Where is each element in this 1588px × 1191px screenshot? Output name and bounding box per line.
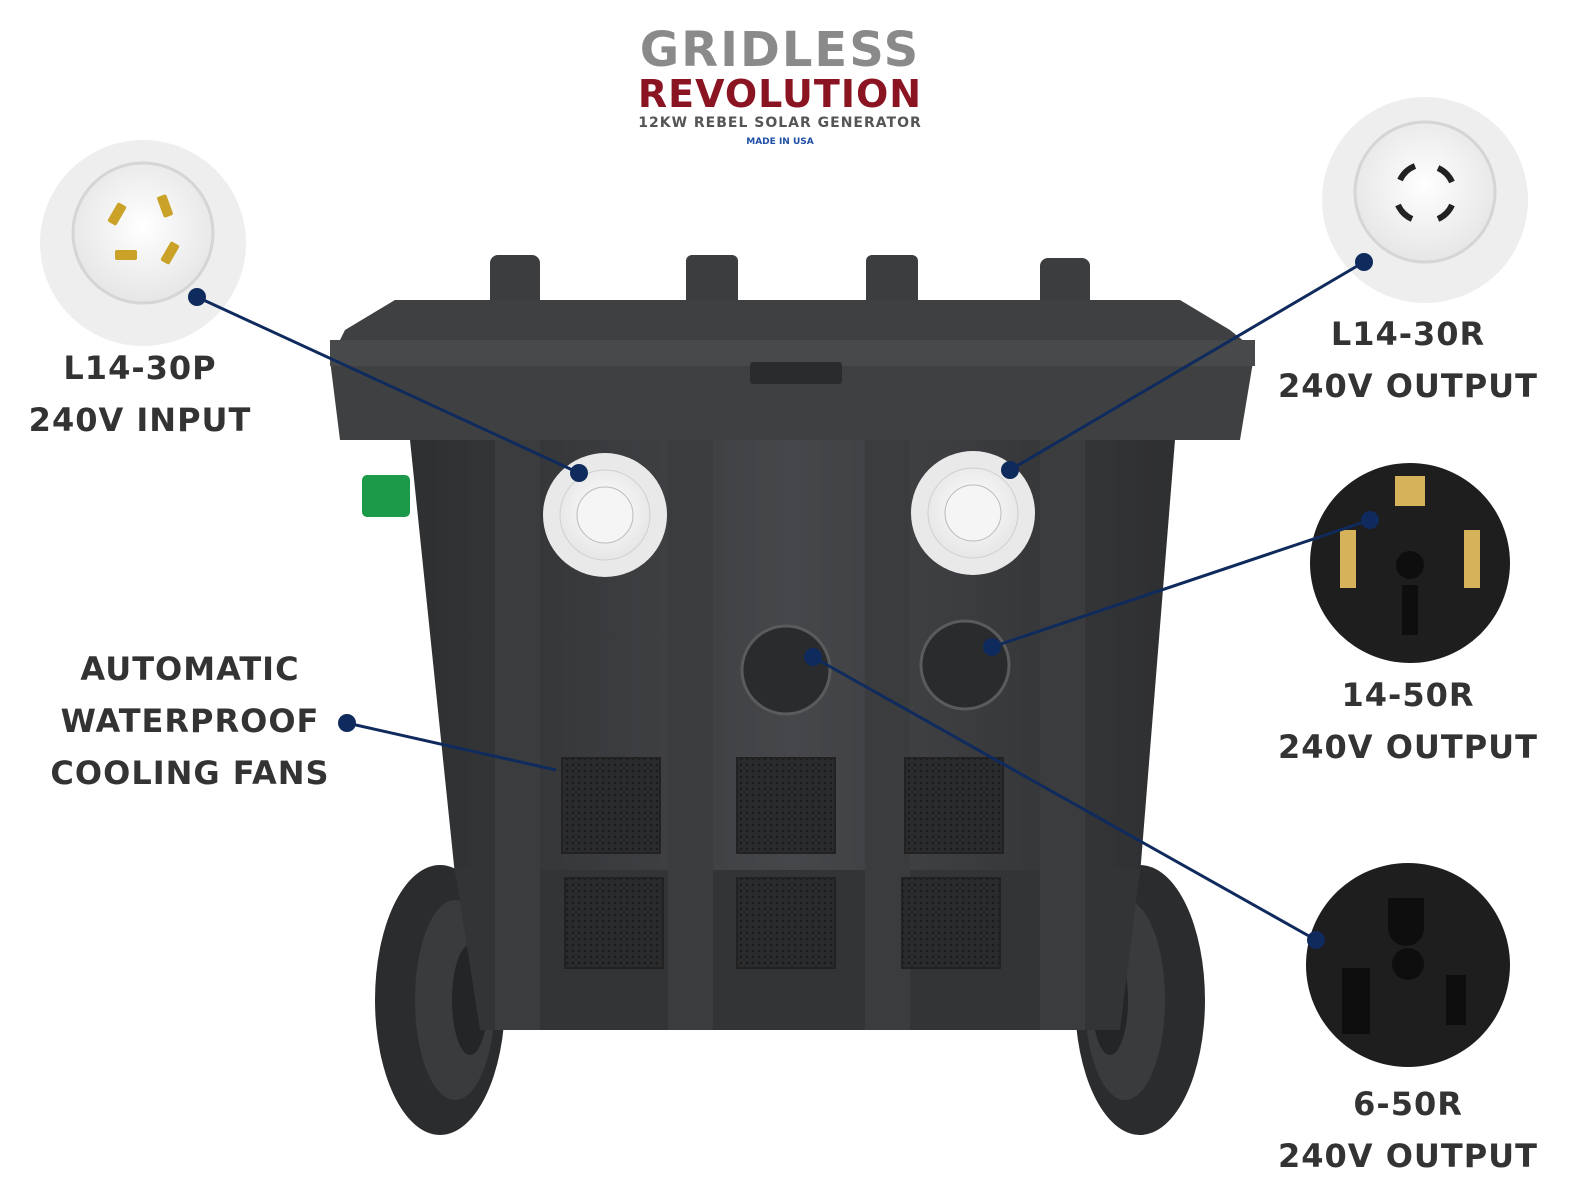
callout-6-50r-desc: 240V OUTPUT xyxy=(1278,1137,1538,1175)
callout-6-50r: 6-50R 240V OUTPUT xyxy=(1268,1078,1548,1182)
callout-14-50r-desc: 240V OUTPUT xyxy=(1278,728,1538,766)
callout-14-50r-name: 14-50R xyxy=(1341,676,1475,714)
callout-l14-30p-desc: 240V INPUT xyxy=(28,401,252,439)
cooling-fans xyxy=(561,757,1004,969)
leader-lines xyxy=(188,253,1379,949)
14-50r-closeup xyxy=(1310,463,1510,663)
l14-30p-inlet xyxy=(543,453,667,577)
callout-fans-line2: WATERPROOF xyxy=(60,702,320,740)
callout-l14-30r-name: L14-30R xyxy=(1330,315,1486,353)
lid-hinge xyxy=(866,255,918,310)
callout-6-50r-name: 6-50R xyxy=(1353,1085,1463,1123)
6-50r-closeup xyxy=(1306,863,1510,1067)
l14-30p-closeup xyxy=(40,140,246,346)
l14-30r-closeup xyxy=(1322,97,1528,303)
logo-gridless: GRIDLESS xyxy=(639,22,921,78)
logo-subtitle: 12KW REBEL SOLAR GENERATOR xyxy=(638,115,922,131)
callout-l14-30r: L14-30R 240V OUTPUT xyxy=(1268,308,1548,412)
callout-l14-30p-name: L14-30P xyxy=(63,349,217,387)
callout-fans-line1: AUTOMATIC xyxy=(80,650,300,688)
callout-cooling-fans: AUTOMATIC WATERPROOF COOLING FANS xyxy=(40,643,340,799)
logo-revolution: REVOLUTION xyxy=(637,72,923,116)
14-50r-receptacle xyxy=(919,619,1011,711)
callout-14-50r: 14-50R 240V OUTPUT xyxy=(1268,669,1548,773)
6-50r-receptacle xyxy=(740,624,832,716)
logo-made-in-usa: MADE IN USA xyxy=(746,137,814,147)
lid-hinge xyxy=(686,255,738,310)
l14-30r-receptacle xyxy=(911,451,1035,575)
callout-fans-line3: COOLING FANS xyxy=(50,754,330,792)
callout-l14-30r-desc: 240V OUTPUT xyxy=(1278,367,1538,405)
generator-lid xyxy=(330,300,1255,440)
callout-l14-30p: L14-30P 240V INPUT xyxy=(20,342,260,446)
